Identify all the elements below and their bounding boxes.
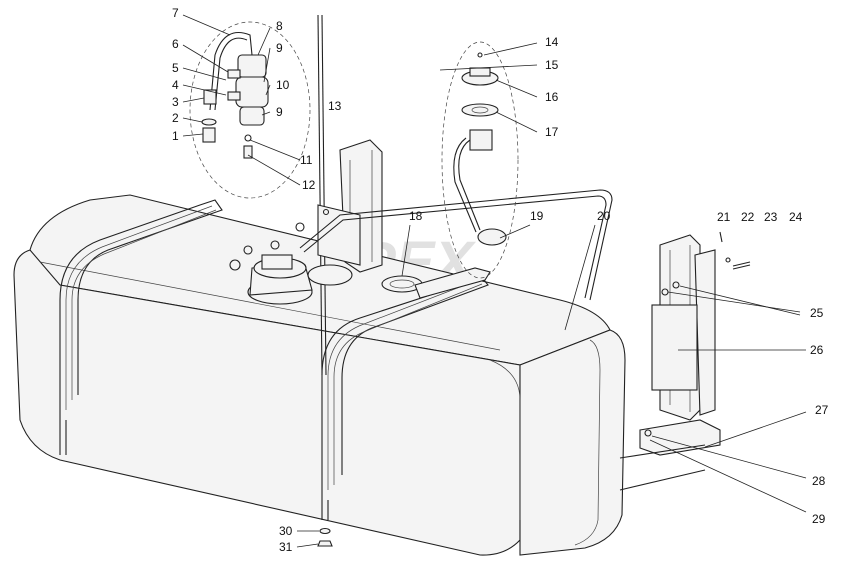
callout-7: 7: [172, 6, 179, 20]
callout-9-top: 9: [276, 41, 283, 55]
callout-8: 8: [276, 19, 283, 33]
callout-13: 13: [328, 99, 342, 113]
callout-3: 3: [172, 95, 179, 109]
callout-9-bottom: 9: [276, 105, 283, 119]
detail-ellipse-right: [441, 41, 519, 279]
callout-6: 6: [172, 37, 179, 51]
callout-labels: 7 6 5 4 3 2 1 8 9 10 9 13 11 12 14 15 16…: [172, 6, 829, 554]
callout-29: 29: [812, 512, 826, 526]
detail-ellipse-left: [189, 21, 311, 199]
callout-19: 19: [530, 209, 544, 223]
callout-4: 4: [172, 78, 179, 92]
callout-5: 5: [172, 61, 179, 75]
left-strap: [59, 199, 223, 455]
callout-25: 25: [810, 306, 824, 320]
callout-12: 12: [302, 178, 316, 192]
washer-30: [319, 527, 331, 535]
callout-31: 31: [279, 540, 293, 554]
callout-17: 17: [545, 125, 559, 139]
callout-16: 16: [545, 90, 559, 104]
callout-1: 1: [172, 129, 179, 143]
pump-assembly: [229, 222, 491, 305]
callout-28: 28: [812, 474, 826, 488]
callout-23: 23: [764, 210, 778, 224]
callout-26: 26: [810, 343, 824, 357]
frame-bracket: [619, 231, 751, 491]
callout-30: 30: [279, 524, 293, 538]
leader-lines: [182, 14, 807, 548]
callout-27: 27: [815, 403, 829, 417]
nut-31: [317, 540, 333, 547]
callout-21: 21: [717, 210, 731, 224]
callout-18: 18: [409, 209, 423, 223]
callout-22: 22: [741, 210, 755, 224]
callout-14: 14: [545, 35, 559, 49]
fuel-line-20: [299, 189, 613, 301]
callout-2: 2: [172, 111, 179, 125]
callout-20: 20: [597, 209, 611, 223]
callout-11: 11: [300, 153, 313, 167]
callout-15: 15: [545, 58, 559, 72]
middle-bracket: [317, 139, 383, 273]
callout-10: 10: [276, 78, 290, 92]
callout-24: 24: [789, 210, 803, 224]
rod-13: [317, 14, 327, 376]
